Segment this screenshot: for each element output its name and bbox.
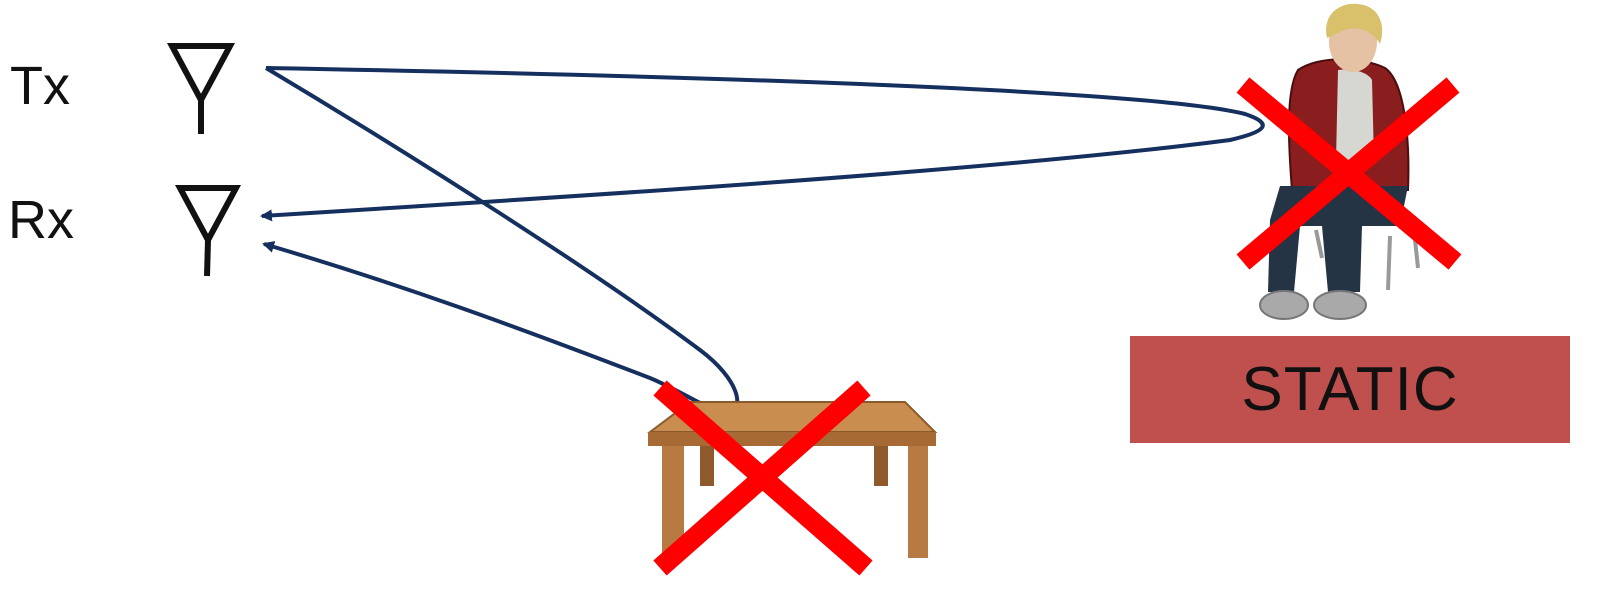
static-status-label: STATIC: [1241, 354, 1458, 425]
rx-antenna-icon: [180, 188, 236, 276]
tx-antenna-icon: [172, 46, 230, 134]
tx-label: Tx: [10, 56, 70, 116]
signal-path-table: [264, 68, 737, 412]
static-status-box: STATIC: [1130, 336, 1570, 443]
rx-label: Rx: [8, 190, 74, 250]
signal-path-person: [262, 68, 1263, 216]
